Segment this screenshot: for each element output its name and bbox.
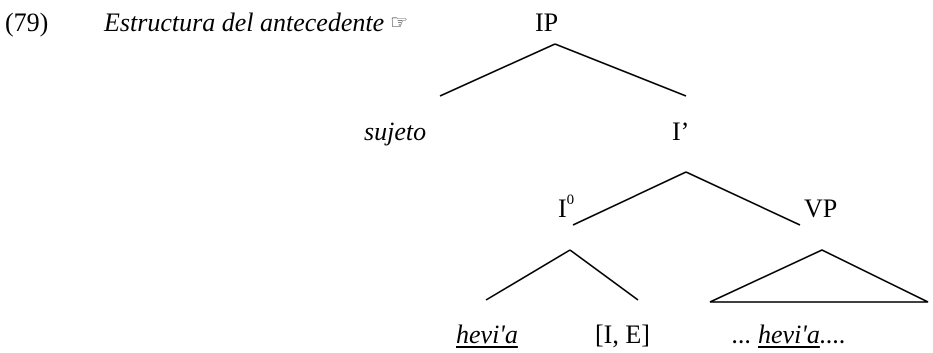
vp-content-prefix: ... [732,320,758,349]
example-caption: Estructura del antecedente☞ [104,8,408,40]
i-zero-superscript: 0 [566,192,575,209]
branch-ibar-to-vp [685,171,801,226]
branch-ip-to-ibar [554,43,687,97]
branch-i0-to-features [569,249,639,301]
vp-content-suffix: .... [819,320,846,349]
node-i-zero: I0 [558,192,575,224]
branch-i0-to-head [485,249,571,301]
node-vp: VP [804,194,838,223]
vp-content-word: hevi'a [758,320,820,349]
leaf-features: [I, E] [595,320,650,349]
vp-triangle [709,249,929,303]
i-zero-base: I [558,194,567,223]
leaf-vp-content: ... hevi'a.... [732,320,846,350]
caption-text: Estructura del antecedente [104,8,385,37]
example-number: (79) [5,8,49,37]
branch-ibar-to-i0 [572,171,687,226]
node-subject: sujeto [364,117,427,146]
pointing-hand-icon: ☞ [390,12,409,34]
branch-ip-to-subject [439,43,556,97]
leaf-head: hevi'a [456,320,518,349]
node-ip: IP [535,8,559,37]
node-i-bar: I’ [672,117,690,146]
